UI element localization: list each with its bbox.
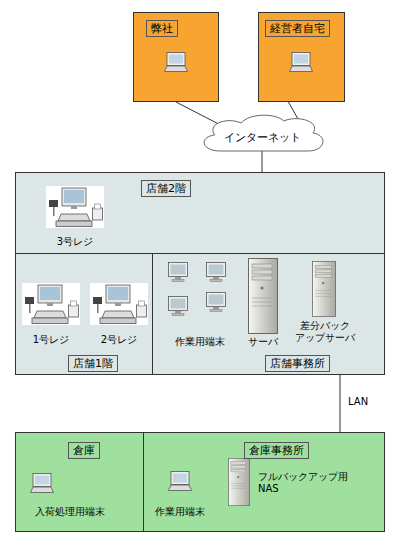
area-fill <box>143 432 385 532</box>
server-device: サーバ <box>240 255 286 348</box>
nas-icon <box>228 458 249 505</box>
register-device: 1号レジ <box>20 280 82 346</box>
register-icon <box>46 186 104 228</box>
area-label: 店舗1階 <box>68 355 118 372</box>
network-link <box>176 102 222 126</box>
area-label: 倉庫 <box>68 442 100 459</box>
area-fill <box>15 432 144 532</box>
monitor-icon <box>207 293 226 312</box>
area-fill <box>152 253 385 375</box>
cloud-outline <box>204 115 323 151</box>
region-fills <box>15 12 385 532</box>
laptop-icon <box>31 474 54 493</box>
device-caption: 入荷処理用端末 <box>35 506 105 518</box>
register-icon <box>90 283 148 325</box>
area-fill <box>258 12 345 102</box>
device-caption: 2号レジ <box>101 334 137 346</box>
laptop-icon <box>165 53 188 72</box>
nas-device: フルバックアップ用 NAS <box>222 455 352 510</box>
monitor-icon <box>169 297 188 316</box>
cloud-label: インターネット <box>224 130 301 145</box>
area-fill <box>133 12 219 102</box>
laptop-icon <box>290 53 313 72</box>
laptop-icon <box>169 472 192 491</box>
terminal-group: 作業用端末 <box>160 258 240 348</box>
network-link <box>340 375 341 432</box>
device-caption: 1号レジ <box>33 334 69 346</box>
server-icon <box>249 259 278 334</box>
monitor-icon <box>207 263 226 282</box>
device-caption: 作業用端末 <box>175 336 225 348</box>
area-label: 経営者自宅 <box>265 20 330 37</box>
connectors <box>176 102 340 432</box>
register-device: 2号レジ <box>88 280 150 346</box>
register-device: 3号レジ <box>40 182 110 248</box>
area-label: 店舗2階 <box>141 180 191 197</box>
backup-server-device: 差分バック アップサーバ <box>292 258 358 344</box>
area-fill <box>15 253 153 375</box>
floor-area: 店舗2階 3号レジ <box>15 172 385 254</box>
office-area: 倉庫事務所作業用端末 フルバックアップ用 NAS <box>143 432 385 532</box>
register-icon <box>22 283 80 325</box>
network-link <box>262 151 263 172</box>
terminal-device: 入荷処理用端末 <box>20 468 120 518</box>
terminal-device: 作業用端末 <box>150 465 210 518</box>
device-caption: 作業用端末 <box>155 506 205 518</box>
link-label: LAN <box>346 396 370 408</box>
area-fill <box>15 172 385 254</box>
link-label-holder: LAN <box>346 396 370 408</box>
device-icons <box>22 53 336 506</box>
floor-area: 店舗1階 1号レジ 2号レジ <box>15 253 153 375</box>
office-area: 店舗事務所 作業用端末 サーバ 差分バック アップサーバ <box>152 253 385 375</box>
area-label: 倉庫事務所 <box>244 442 309 459</box>
area-label: 弊社 <box>146 20 178 37</box>
area-label: 店舗事務所 <box>265 355 330 372</box>
monitor-icon <box>169 263 188 282</box>
site-box: 弊社 <box>133 12 219 102</box>
device-caption: 3号レジ <box>57 236 93 248</box>
device-caption: サーバ <box>248 336 278 348</box>
backup-server-icon <box>312 261 335 316</box>
device-caption: 差分バック アップサーバ <box>295 320 355 344</box>
internet-cloud: インターネット <box>196 113 329 153</box>
device-caption: フルバックアップ用 NAS <box>258 471 348 495</box>
warehouse-area: 倉庫入荷処理用端末 <box>15 432 144 532</box>
site-box: 経営者自宅 <box>258 12 345 102</box>
